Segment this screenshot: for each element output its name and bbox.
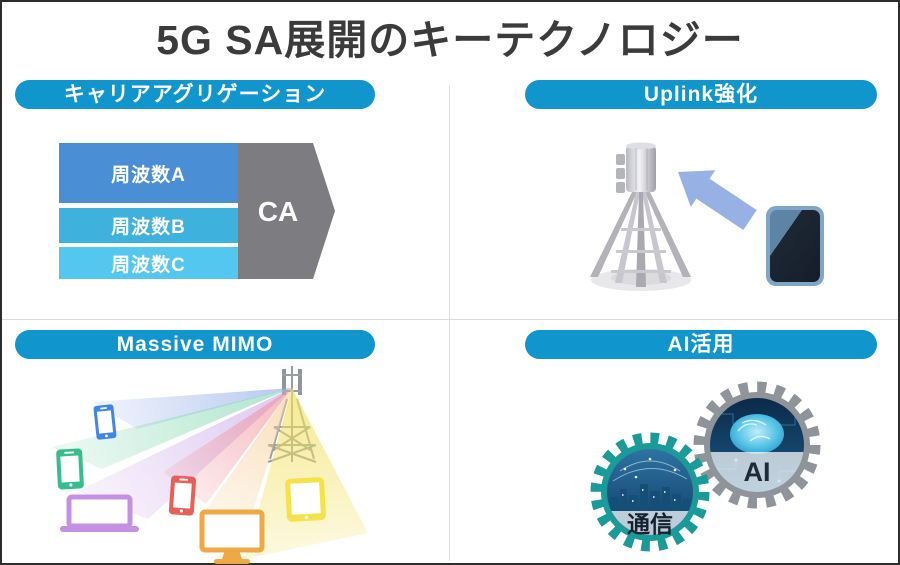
- uplink-arrow-icon: [678, 170, 757, 230]
- uplink-illustration: [590, 142, 824, 291]
- monitor-orange-icon: [199, 509, 265, 564]
- carrier-aggregation-header: キャリアアグリゲーション: [15, 80, 375, 109]
- frequency-bar-b: 周波数B: [59, 208, 238, 243]
- frequency-bar-b-label: 周波数B: [111, 217, 186, 238]
- divider-horizontal: [2, 319, 898, 320]
- gear-ai-label: AI: [744, 457, 771, 487]
- frequency-bar-a: 周波数A: [59, 143, 238, 203]
- frequency-bar-c-label: 周波数C: [111, 254, 186, 276]
- page-title: 5G SA展開のキーテクノロジー: [156, 17, 744, 63]
- ai-header: AI活用: [525, 330, 877, 359]
- smartphone-icon: [766, 206, 824, 286]
- massive-mimo-header: Massive MIMO: [15, 330, 375, 359]
- ca-arrow-shape: [238, 143, 335, 279]
- mimo-beam-yellow: [245, 388, 368, 559]
- massive-mimo-illustration: [52, 366, 368, 564]
- ca-arrow-label: CA: [258, 196, 298, 227]
- laptop-purple-icon: [60, 494, 139, 532]
- frequency-bar-a-label: 周波数A: [111, 164, 186, 186]
- ca-arrow: CA: [238, 143, 335, 279]
- uplink-header: Uplink強化: [525, 80, 877, 109]
- mimo-beam-purple: [78, 388, 292, 519]
- ai-illustration: AI: [590, 381, 821, 552]
- gear-communication-label: 通信: [627, 511, 673, 537]
- smartphone-blue-icon: [93, 404, 117, 440]
- gear-ai-icon: AI: [693, 381, 821, 509]
- smartphone-red-icon: [168, 475, 197, 516]
- tablet-yellow-icon: [285, 477, 326, 522]
- mimo-beam-orange: [205, 388, 292, 529]
- mimo-beam-blue: [93, 388, 292, 429]
- mimo-beam-red: [163, 388, 292, 504]
- gear-communication-icon: 通信: [590, 432, 710, 552]
- frequency-bar-c: 周波数C: [59, 247, 238, 279]
- divider-vertical: [449, 86, 450, 561]
- cell-tower-icon: [590, 142, 691, 291]
- smartphone-green-icon: [56, 448, 84, 490]
- mimo-beam-green: [52, 388, 292, 469]
